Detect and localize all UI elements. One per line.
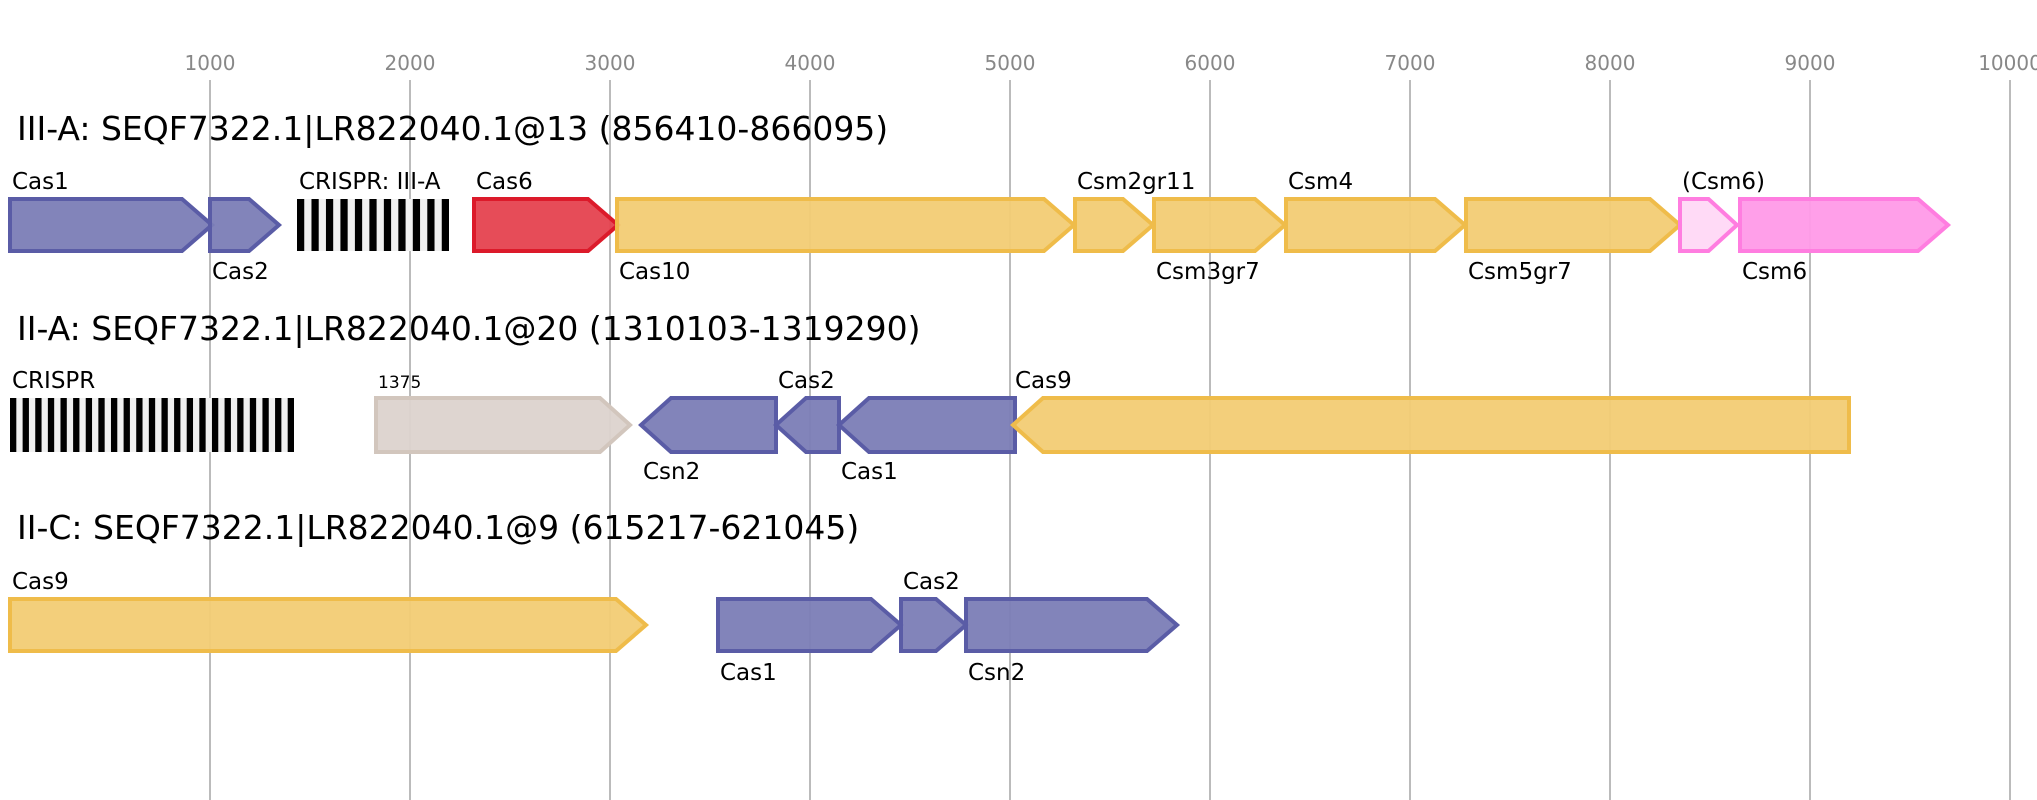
gene-arrow-cas2[interactable] [899,597,970,653]
gene-label: CRISPR: III-A [299,169,441,195]
gene-arrow-csm6[interactable] [1738,197,1952,253]
gene-arrow-csm4[interactable] [1284,197,1469,253]
tick-label: 8000 [1585,51,1636,75]
gene-arrow-csn2[interactable] [964,597,1181,653]
crispr-array [297,199,449,251]
crispr-repeat [22,398,29,452]
crispr-repeat [262,398,269,452]
crispr-repeat [275,398,282,452]
locus-2: II-A: SEQF7322.1|LR822040.1@20 (1310103-… [10,309,1851,485]
tick-label: 6000 [1185,51,1236,75]
tick-label: 5000 [985,51,1036,75]
tick-label: 3000 [585,51,636,75]
gene-label: Cas9 [1015,368,1072,394]
crispr-repeat [354,199,363,251]
crispr-repeat [369,199,377,251]
gene-arrow-csn2[interactable] [638,396,778,454]
tick-label: 10000 [1978,51,2037,75]
crispr-repeat [211,398,219,452]
crispr-repeat [325,199,334,251]
crispr-repeat [224,398,231,452]
crispr-repeat [398,199,406,251]
crispr-repeat [73,398,80,452]
gene-arrow-csm6[interactable] [1678,197,1740,253]
gene-arrow-cas9[interactable] [8,597,650,653]
crispr-repeat [35,398,42,452]
crispr-repeat [186,398,194,452]
gene-arrow-cas10[interactable] [615,197,1078,253]
crispr-repeat [60,398,67,452]
crispr-repeat [249,398,257,452]
crispr-repeat [441,199,449,251]
crispr-repeat [47,398,55,452]
gene-label: Csm3gr7 [1156,259,1260,285]
crispr-repeat [340,199,348,251]
crispr-repeat [174,398,181,452]
gene-label: Csm5gr7 [1468,259,1572,285]
crispr-repeat [237,398,244,452]
gene-label: CRISPR [12,368,95,394]
crispr-repeat [297,199,305,251]
gene-arrow-csm2gr11[interactable] [1073,197,1157,253]
tick-label: 9000 [1785,51,1836,75]
crispr-repeat [383,199,392,251]
crispr-repeat [148,398,156,452]
gene-arrow-cas2[interactable] [773,396,841,454]
gene-arrow-csm5gr7[interactable] [1464,197,1684,253]
locus-title: II-A: SEQF7322.1|LR822040.1@20 (1310103-… [17,309,920,348]
crispr-repeat [412,199,421,251]
gene-label: Cas1 [12,169,69,195]
crispr-repeat [10,398,17,452]
gene-label: Cas6 [476,169,533,195]
gene-arrow-cas9[interactable] [1010,396,1851,454]
gene-arrow-cas6[interactable] [472,197,622,253]
locus-1: III-A: SEQF7322.1|LR822040.1@13 (856410-… [8,109,1952,285]
crispr-repeat [287,398,294,452]
gene-label: Csm2gr11 [1077,169,1195,195]
gene-label: Cas1 [841,459,898,485]
gene-label: Csm6 [1742,259,1807,285]
crispr-repeat [98,398,105,452]
tick-label: 1000 [185,51,236,75]
crispr-array [10,398,294,452]
gene-arrow-cas1[interactable] [716,597,905,653]
crispr-repeat [123,398,130,452]
gene-arrow-csm3gr7[interactable] [1152,197,1289,253]
crispr-repeat [85,398,93,452]
gene-label: Cas2 [212,259,269,285]
crispr-repeat [311,199,319,251]
locus-title: III-A: SEQF7322.1|LR822040.1@13 (856410-… [17,109,888,148]
gene-label: Cas2 [778,368,835,394]
crispr-repeat [199,398,206,452]
gene-label: Cas1 [720,660,777,686]
tick-label: 2000 [385,51,436,75]
locus-3: II-C: SEQF7322.1|LR822040.1@9 (615217-62… [8,508,1181,686]
crispr-repeat [427,199,435,251]
gene-label: Csn2 [968,660,1025,686]
crispr-repeat [110,398,118,452]
gene-label: Cas10 [619,259,690,285]
gene-arrow-cas1[interactable] [8,197,216,253]
gene-label: Csn2 [643,459,700,485]
gene-label: Csm4 [1288,169,1353,195]
crispr-repeat [161,398,168,452]
gene-label: (Csm6) [1682,169,1765,195]
gene-label: Cas9 [12,569,69,595]
tick-label: 4000 [785,51,836,75]
crispr-repeat [136,398,143,452]
gene-label: Cas2 [903,569,960,595]
gene-label: 1375 [378,373,421,393]
gene-arrow-cas2[interactable] [208,197,283,253]
gene-arrow-cas1[interactable] [836,396,1017,454]
gene-arrow-1375[interactable] [374,396,633,454]
tick-label: 7000 [1385,51,1436,75]
locus-title: II-C: SEQF7322.1|LR822040.1@9 (615217-62… [17,508,859,547]
